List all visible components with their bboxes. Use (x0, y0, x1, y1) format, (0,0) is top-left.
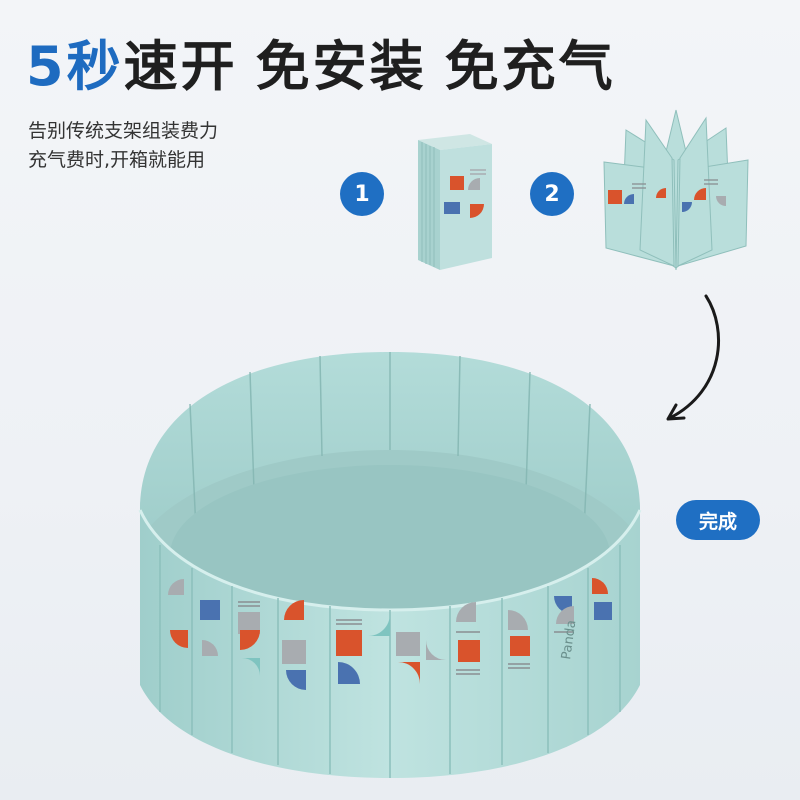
curved-arrow-icon (666, 294, 720, 421)
headline-part3: 免充气 (444, 35, 616, 98)
subtitle-line2: 充气费时,开箱就能用 (28, 149, 206, 171)
subtitle-line1: 告别传统支架组装费力 (28, 120, 219, 142)
headline-accent: 5秒 (26, 35, 124, 98)
done-label: 完成 (698, 510, 737, 533)
unfolding-pool-illustration (603, 109, 749, 271)
step-2-label: 2 (544, 181, 560, 207)
done-badge: 完成 (676, 500, 760, 540)
step-2-badge: 2 (530, 172, 574, 216)
pool-illustration: Panda (138, 352, 642, 778)
headline-part2: 免安装 (255, 35, 427, 98)
step-1-label: 1 (354, 181, 370, 207)
step-1-badge: 1 (340, 172, 384, 216)
headline: 5秒速开免安装免充气 (26, 22, 616, 101)
headline-part1: 速开 (123, 35, 238, 98)
brand-mark: Panda (559, 619, 579, 660)
folded-pool-illustration (418, 134, 492, 270)
